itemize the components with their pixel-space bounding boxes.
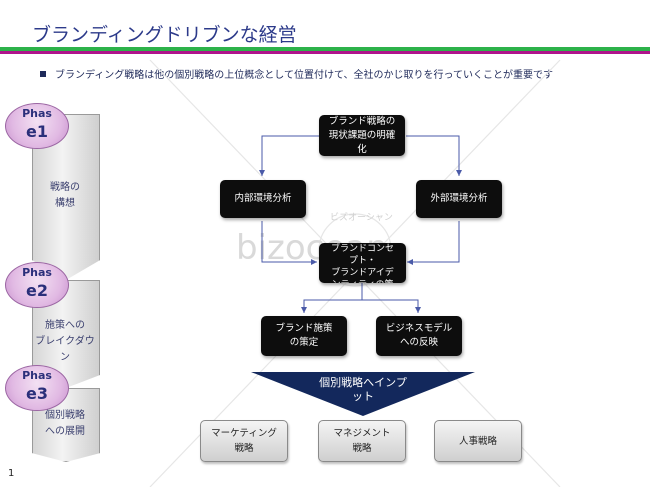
page-title: ブランディングドリブンな経営 <box>32 24 297 46</box>
box-brand-concept: ブランドコンセ プト・ ブランドアイデ ンティティの策 定 <box>319 243 406 283</box>
box-management-strategy: マネジメント 戦略 <box>318 420 406 462</box>
box-marketing-strategy: マーケティング 戦略 <box>200 420 288 462</box>
phase-1-text: 戦略の 構想 <box>50 182 80 209</box>
title-rule-purple <box>0 51 650 54</box>
page-number: 1 <box>8 468 15 479</box>
phase-1-badge: Phas e1 <box>5 103 69 149</box>
phase-3-text: 個別戦略 への展開 <box>45 410 85 437</box>
box-business-model: ビジネスモデル への反映 <box>376 316 462 356</box>
phase-2-badge: Phas e2 <box>5 262 69 308</box>
connector-top-to-external <box>406 135 462 176</box>
phase-3-badge-label: Phas <box>22 369 52 382</box>
phase-1-badge-label: Phas <box>22 107 52 120</box>
phase-2-text: 施策への ブレイクダウン <box>35 320 95 363</box>
connector-center-to-policy <box>301 299 362 313</box>
box-hr-strategy: 人事戦略 <box>434 420 522 462</box>
phase-3-badge-number: e3 <box>26 384 48 403</box>
phase-3-badge: Phas e3 <box>5 365 69 411</box>
phase-1-badge-number: e1 <box>26 122 48 141</box>
phase-2-badge-label: Phas <box>22 266 52 279</box>
box-internal-analysis: 内部環境分析 <box>220 180 306 218</box>
box-brand-policy: ブランド施策 の策定 <box>261 316 347 356</box>
phase-2-badge-number: e2 <box>26 281 48 300</box>
title-rule-green <box>0 47 650 51</box>
connector-internal-to-center <box>261 221 317 265</box>
bullet-square-icon <box>40 71 46 77</box>
impact-arrow-label: 個別戦略へインプ ット <box>319 376 407 403</box>
connector-external-to-center <box>407 221 460 265</box>
connector-center-to-model <box>362 299 421 313</box>
connector-top-to-internal <box>259 135 319 176</box>
box-external-analysis: 外部環境分析 <box>416 180 502 218</box>
box-brand-strategy-issues: ブランド戦略の 現状課題の明確 化 <box>319 115 405 156</box>
